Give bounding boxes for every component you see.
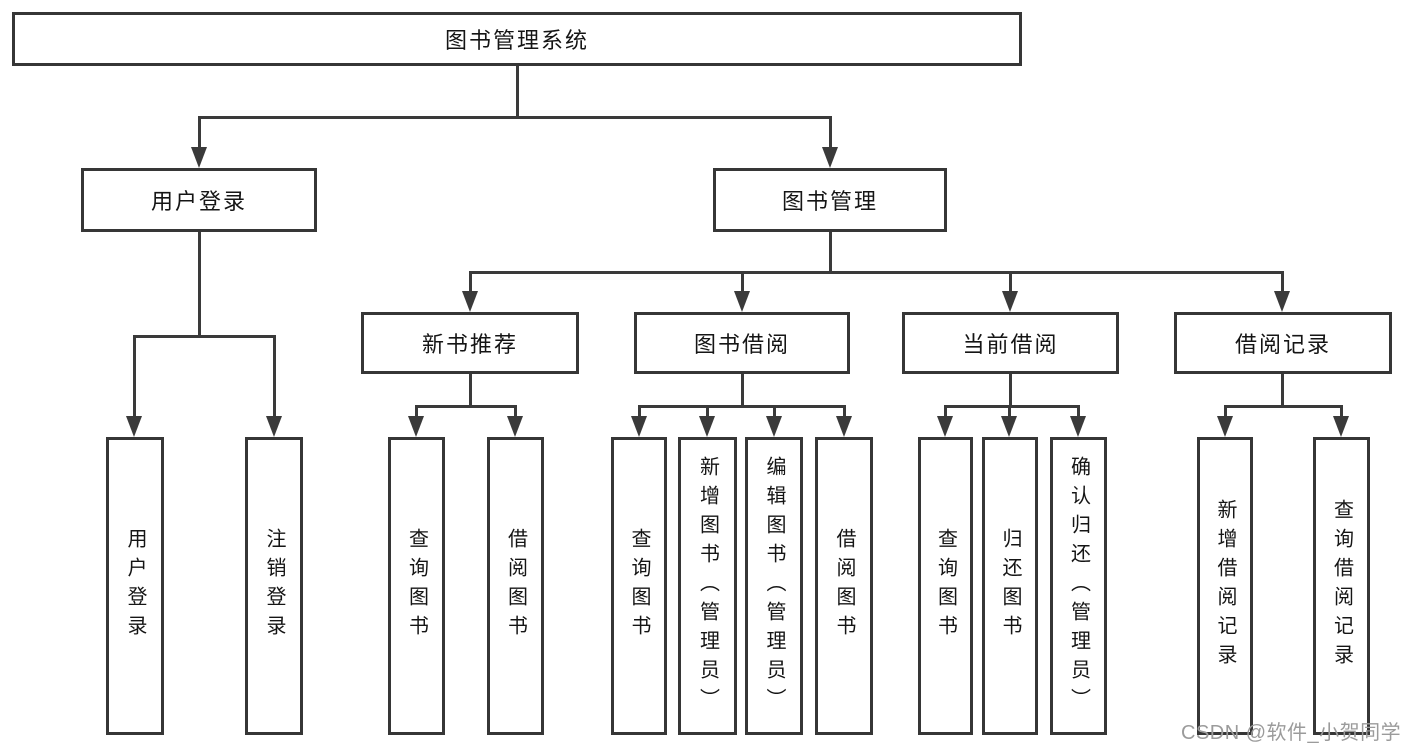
connector-new-book-split [415,405,517,408]
arrow-down-icon [937,416,953,437]
leaf-confirm-return-admin: 确认归还（管理员） [1050,437,1107,735]
connector-current-borrowing-stem [1009,374,1012,408]
connector-drop-leaf [1224,405,1227,418]
leaf-add-books-admin: 新增图书（管理员） [678,437,737,735]
arrow-down-icon [1333,416,1349,437]
connector-book-management-split [469,271,1284,274]
connector-user-login-split [133,335,276,338]
connector-drop-leaf [773,405,776,418]
arrow-down-icon [766,416,782,437]
node-user-login: 用户登录 [81,168,317,232]
connector-current-borrowing-split [944,405,1080,408]
connector-drop-user-login [198,116,201,149]
connector-root-split [198,116,832,119]
leaf-query-books-current: 查询图书 [918,437,973,735]
leaf-return-books: 归还图书 [982,437,1038,735]
connector-drop-current-borrowing [1009,271,1012,293]
connector-drop-leaf [415,405,418,418]
connector-drop-leaf [1340,405,1343,418]
leaf-logout: 注销登录 [245,437,303,735]
leaf-user-login: 用户登录 [106,437,164,735]
node-library-management-system: 图书管理系统 [12,12,1022,66]
arrow-down-icon [631,416,647,437]
connector-borrowing-records-split [1224,405,1343,408]
connector-drop-leaf [843,405,846,418]
connector-book-management-stem [829,232,832,274]
leaf-borrow-books: 借阅图书 [815,437,873,735]
connector-drop-borrowing-records [1281,271,1284,293]
node-book-borrowing: 图书借阅 [634,312,850,374]
connector-book-borrowing-stem [741,374,744,408]
arrow-down-icon [822,147,838,168]
arrow-down-icon [1217,416,1233,437]
leaf-edit-books-admin: 编辑图书（管理员） [745,437,803,735]
arrow-down-icon [836,416,852,437]
arrow-down-icon [734,291,750,312]
arrow-down-icon [1002,291,1018,312]
arrow-down-icon [1274,291,1290,312]
arrow-down-icon [126,416,142,437]
connector-drop-leaf [1077,405,1080,418]
connector-drop-leaf [944,405,947,418]
connector-user-login-stem [198,232,201,338]
connector-borrowing-records-stem [1281,374,1284,408]
connector-drop-leaf [638,405,641,418]
node-new-book-recommend: 新书推荐 [361,312,579,374]
leaf-query-borrow-record: 查询借阅记录 [1313,437,1370,735]
connector-drop-leaf [1008,405,1011,418]
connector-new-book-stem [469,374,472,408]
leaf-query-books-borrowing: 查询图书 [611,437,667,735]
arrow-down-icon [1001,416,1017,437]
leaf-query-books-recommend: 查询图书 [388,437,445,735]
connector-root-stem [516,66,519,118]
arrow-down-icon [266,416,282,437]
arrow-down-icon [507,416,523,437]
node-current-borrowing: 当前借阅 [902,312,1119,374]
arrow-down-icon [1070,416,1086,437]
leaf-borrow-books-recommend: 借阅图书 [487,437,544,735]
connector-drop-leaf-user-login [133,335,136,418]
connector-drop-new-book [469,271,472,293]
node-book-management: 图书管理 [713,168,947,232]
arrow-down-icon [462,291,478,312]
connector-drop-book-management [829,116,832,149]
connector-drop-leaf [706,405,709,418]
connector-book-borrowing-split [638,405,846,408]
arrow-down-icon [191,147,207,168]
node-borrowing-records: 借阅记录 [1174,312,1392,374]
arrow-down-icon [408,416,424,437]
leaf-add-borrow-record: 新增借阅记录 [1197,437,1253,735]
connector-drop-leaf-logout [273,335,276,418]
connector-drop-book-borrowing [741,271,744,293]
arrow-down-icon [699,416,715,437]
csdn-watermark: CSDN @软件_小贺同学 [1181,722,1402,744]
connector-drop-leaf [514,405,517,418]
